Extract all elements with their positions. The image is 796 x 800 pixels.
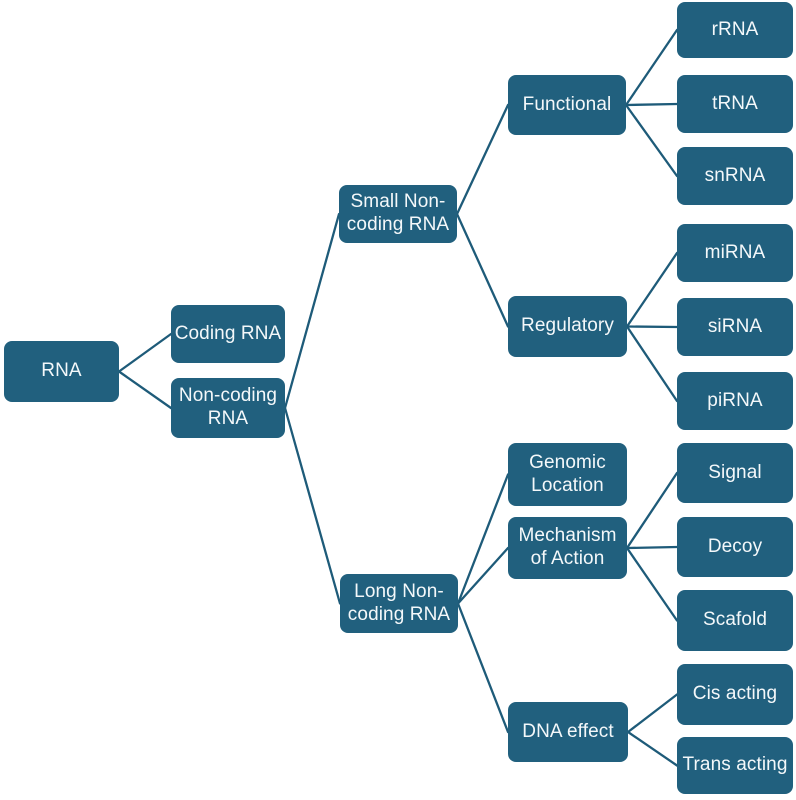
node-rrna: rRNA (677, 2, 793, 58)
node-long-non-coding-rna: Long Non- coding RNA (340, 574, 458, 633)
node-functional: Functional (508, 75, 626, 135)
node-snrna: snRNA (677, 147, 793, 205)
node-genomic-location: Genomic Location (508, 443, 627, 506)
node-dna-effect: DNA effect (508, 702, 628, 762)
node-decoy: Decoy (677, 517, 793, 577)
node-cis-acting: Cis acting (677, 664, 793, 725)
node-non-coding-rna: Non-coding RNA (171, 378, 285, 438)
node-mirna: miRNA (677, 224, 793, 282)
node-small-non-coding-rna: Small Non- coding RNA (339, 185, 457, 243)
node-regulatory: Regulatory (508, 296, 627, 357)
node-trans-acting: Trans acting (677, 737, 793, 794)
node-coding-rna: Coding RNA (171, 305, 285, 363)
node-scafold: Scafold (677, 590, 793, 651)
node-trna: tRNA (677, 75, 793, 133)
node-mechanism-of-action: Mechanism of Action (508, 517, 627, 579)
node-pirna: piRNA (677, 372, 793, 430)
node-rna: RNA (4, 341, 119, 402)
node-signal: Signal (677, 443, 793, 503)
node-sirna: siRNA (677, 298, 793, 356)
